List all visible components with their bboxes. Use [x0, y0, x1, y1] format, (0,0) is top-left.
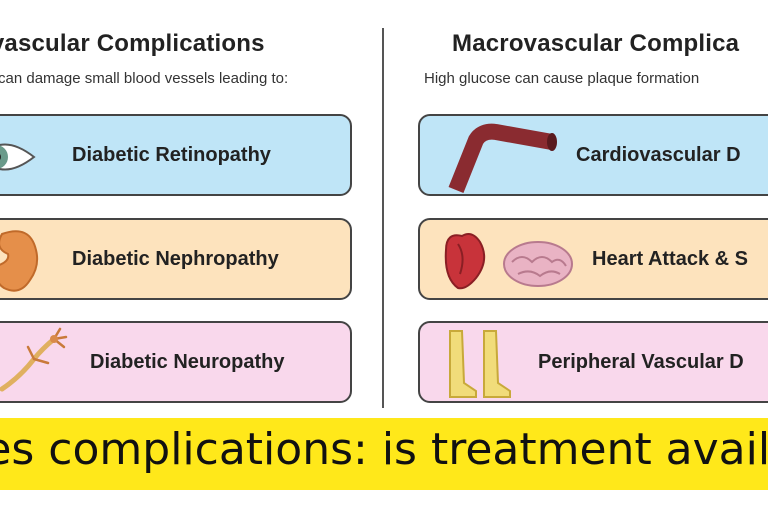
legs-icon [449, 330, 511, 398]
microvascular-subtitle: can damage small blood vessels leading t… [0, 70, 289, 87]
panel-divider [382, 28, 384, 408]
neuropathy-box: Diabetic Neuropathy [0, 321, 352, 403]
retinopathy-box: Diabetic Retinopathy [0, 114, 352, 196]
cardiovascular-box: Cardiovascular D [418, 114, 768, 196]
heart-brain-icon [444, 233, 573, 290]
macrovascular-subtitle: High glucose can cause plaque formation [424, 70, 700, 87]
kidney-icon [0, 230, 39, 292]
headline-banner: etes complications: is treatment availab [0, 418, 768, 490]
nephropathy-label: Diabetic Nephropathy [72, 247, 279, 270]
headline-text: etes complications: is treatment availab [0, 424, 768, 475]
nephropathy-box: Diabetic Nephropathy [0, 218, 352, 300]
blood-vessel-icon [448, 123, 557, 193]
cardiovascular-label: Cardiovascular D [576, 143, 741, 166]
neuropathy-label: Diabetic Neuropathy [90, 350, 285, 373]
heart-attack-label: Heart Attack & S [592, 247, 748, 270]
eye-icon [0, 143, 36, 171]
retinopathy-label: Diabetic Retinopathy [72, 143, 271, 166]
macrovascular-title: Macrovascular Complica [452, 30, 740, 57]
heart-attack-box: Heart Attack & S [418, 218, 768, 300]
microvascular-title: ovascular Complications [0, 30, 265, 57]
peripheral-box: Peripheral Vascular D [418, 321, 768, 403]
nerve-icon [0, 327, 68, 392]
peripheral-label: Peripheral Vascular D [538, 350, 744, 373]
